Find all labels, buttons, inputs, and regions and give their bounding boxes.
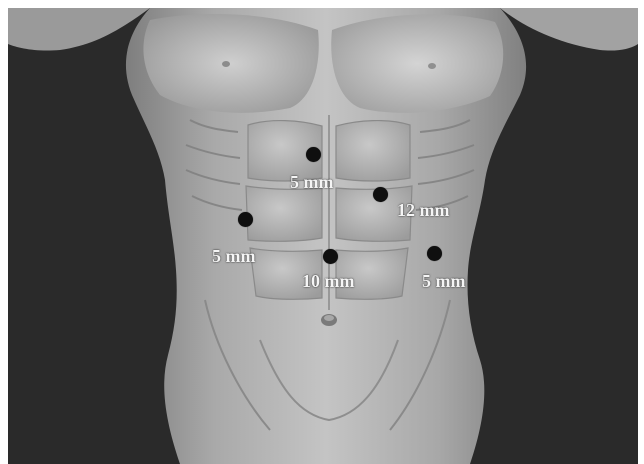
port-marker-right-lower <box>427 246 442 261</box>
port-label-right-upper: 12 mm <box>397 200 450 221</box>
port-marker-left <box>238 212 253 227</box>
left-pectoral <box>143 14 318 113</box>
port-label-right-lower: 5 mm <box>422 271 466 292</box>
port-marker-umbilical <box>323 249 338 264</box>
right-pectoral <box>331 14 503 112</box>
left-arm <box>8 8 150 51</box>
port-label-left: 5 mm <box>212 246 256 267</box>
port-marker-right-upper <box>373 187 388 202</box>
port-marker-upper <box>306 147 321 162</box>
port-label-upper: 5 mm <box>290 172 334 193</box>
port-label-umbilical: 10 mm <box>302 271 355 292</box>
